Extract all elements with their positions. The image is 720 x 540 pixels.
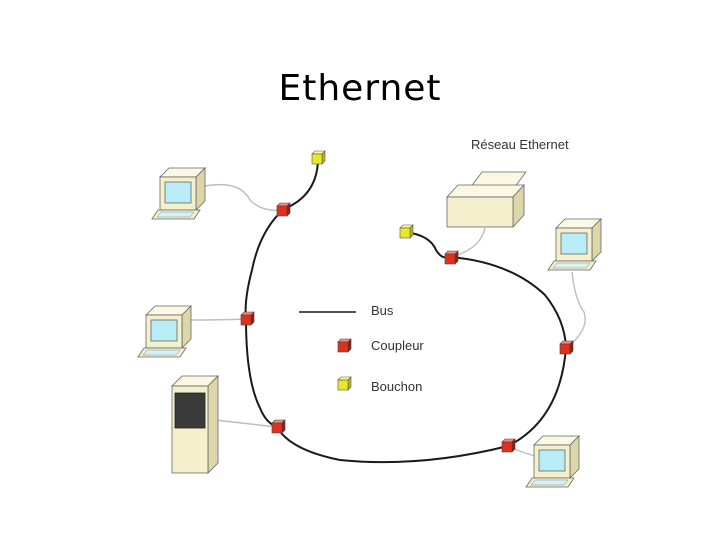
slide-title: Ethernet xyxy=(278,68,442,109)
drop-cable xyxy=(565,271,586,349)
workstation-icon xyxy=(525,435,580,488)
coupler xyxy=(444,250,459,265)
diagram-caption: Réseau Ethernet xyxy=(471,137,569,152)
drop-cables xyxy=(189,183,586,457)
legend-coupler-label: Coupleur xyxy=(371,338,424,353)
coupler xyxy=(501,438,516,453)
bus-cable xyxy=(244,157,568,464)
server-tower-icon xyxy=(171,375,219,474)
legend-terminator-swatch xyxy=(337,376,352,391)
terminator xyxy=(399,224,414,239)
workstation-icon xyxy=(547,218,602,271)
drop-cable xyxy=(189,318,247,321)
legend-bus-label: Bus xyxy=(371,303,394,318)
coupler xyxy=(271,419,286,434)
workstation-icon xyxy=(151,167,206,220)
coupler xyxy=(559,340,574,355)
terminator xyxy=(311,150,326,165)
bus-segment xyxy=(244,157,509,464)
bus-segment xyxy=(404,231,568,447)
workstation-icon xyxy=(137,305,192,358)
legend: Bus Coupleur Bouchon xyxy=(299,303,424,394)
coupler xyxy=(276,202,291,217)
coupler xyxy=(240,311,255,326)
legend-coupler-swatch xyxy=(337,338,352,353)
legend-terminator-label: Bouchon xyxy=(371,379,422,394)
printer-icon xyxy=(446,171,527,229)
drop-cable xyxy=(204,183,283,211)
